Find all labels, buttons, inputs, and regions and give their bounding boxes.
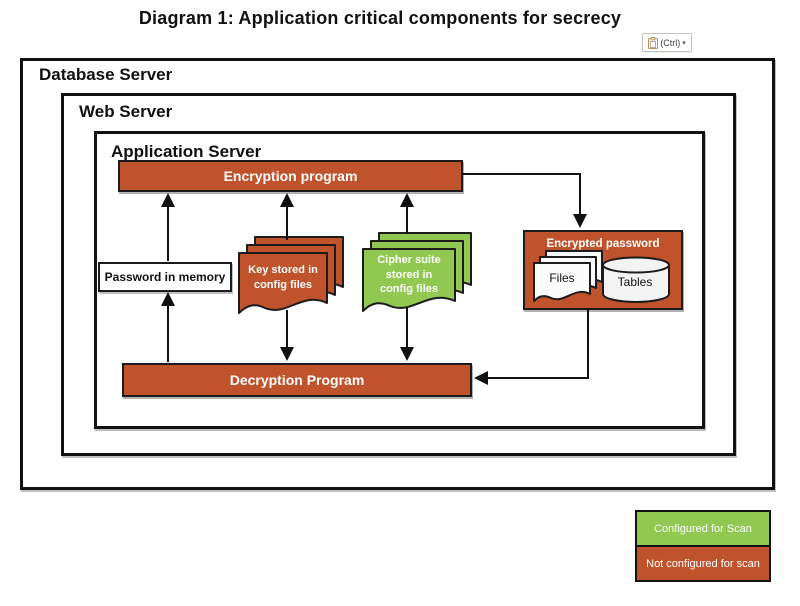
tables-database-cylinder-shape[interactable] xyxy=(602,256,670,304)
application-server-label: Application Server xyxy=(111,142,262,161)
database-server-label: Database Server xyxy=(39,65,173,84)
web-server-container[interactable]: Web Server Application Server xyxy=(61,93,736,456)
key-config-files-shape[interactable] xyxy=(238,236,344,316)
legend-configured-label: Configured for Scan xyxy=(654,522,752,535)
decryption-program-shape[interactable]: Decryption Program xyxy=(122,363,472,397)
encryption-program-shape[interactable]: Encryption program xyxy=(118,160,463,192)
diagram-title: Diagram 1: Application critical componen… xyxy=(138,8,622,28)
password-in-memory-label: Password in memory xyxy=(104,270,226,284)
legend-not-configured-label: Not configured for scan xyxy=(646,557,760,570)
dropdown-caret-icon: ▾ xyxy=(682,39,686,47)
application-server-container[interactable]: Application Server xyxy=(94,131,705,429)
encrypted-password-label: Encrypted password xyxy=(546,238,660,250)
legend-not-configured-for-scan[interactable]: Not configured for scan xyxy=(635,545,771,582)
paste-button-label: (Ctrl) xyxy=(660,37,681,48)
cipher-suite-config-files-shape[interactable] xyxy=(362,232,472,314)
legend: Configured for Scan Not configured for s… xyxy=(635,510,771,582)
database-server-container[interactable]: Database Server Web Server Application S… xyxy=(20,58,775,490)
paste-options-button[interactable]: (Ctrl) ▾ xyxy=(642,33,692,52)
legend-configured-for-scan[interactable]: Configured for Scan xyxy=(635,510,771,547)
clipboard-paste-icon xyxy=(648,36,659,49)
decryption-program-label: Decryption Program xyxy=(229,372,365,388)
web-server-label: Web Server xyxy=(79,102,173,121)
encryption-program-label: Encryption program xyxy=(223,168,358,184)
password-in-memory-shape[interactable]: Password in memory xyxy=(98,262,232,292)
files-documents-shape[interactable] xyxy=(533,250,603,304)
